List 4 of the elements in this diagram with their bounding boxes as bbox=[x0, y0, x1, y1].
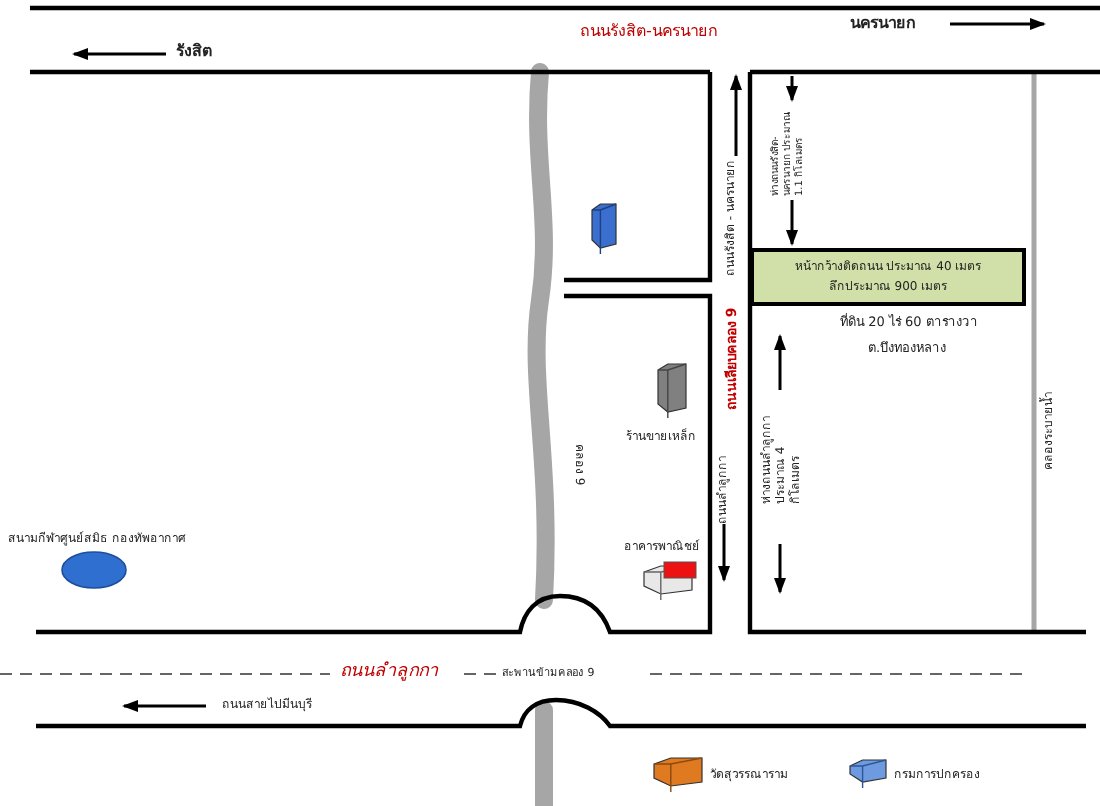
road-name: ถนนรังสิต-นครนายก bbox=[580, 22, 718, 42]
road-name: ถนนลำลูกกา bbox=[340, 662, 438, 684]
place-label: นครนายก bbox=[850, 14, 916, 34]
place-label: รังสิต bbox=[176, 42, 212, 62]
